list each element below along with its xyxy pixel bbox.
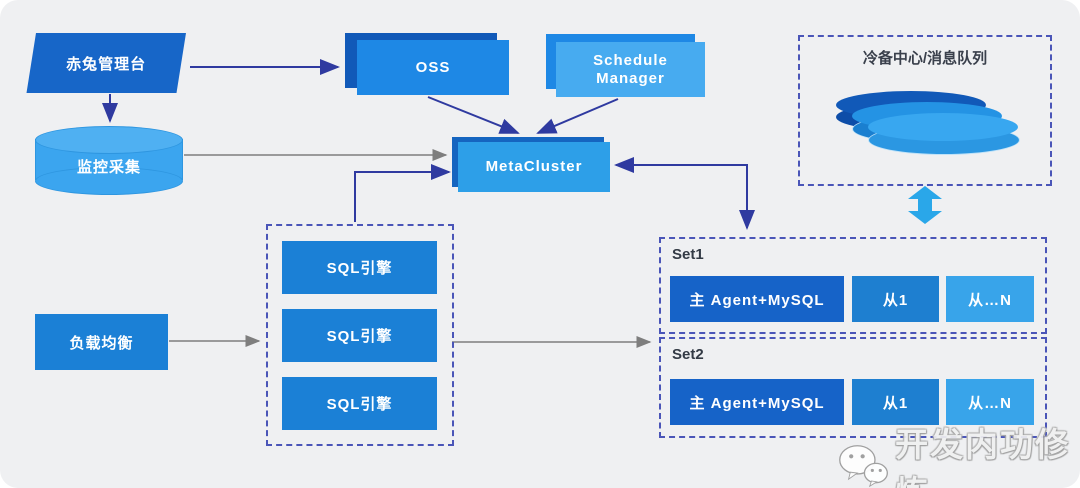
- wechat-icon: [839, 445, 888, 488]
- cold-backup-group: 冷备中心/消息队列: [798, 35, 1052, 186]
- watermark-text: 开发内功修炼: [895, 426, 1071, 488]
- node-sql-engine-3: SQL引擎: [282, 377, 437, 430]
- set1-group: Set1 主 Agent+MySQL 从1 从…N: [659, 237, 1047, 334]
- node-chitu-admin-label: 赤兔管理台: [66, 55, 147, 73]
- node-chitu-admin: 赤兔管理台: [26, 33, 186, 93]
- node-sql-engine-1-label: SQL引擎: [326, 260, 393, 277]
- node-metacluster-label: MetaCluster: [485, 158, 583, 175]
- set1-slave1-label: 从1: [882, 291, 909, 309]
- arrow-sqlgroup-to-metacluster: [354, 164, 451, 222]
- node-monitor-collect-label: 监控采集: [76, 159, 141, 176]
- node-sql-engine-3-label: SQL引擎: [326, 396, 393, 413]
- set2-slaveN-label: 从…N: [968, 394, 1012, 412]
- arrow-metacluster-set1-bidirectional: [614, 157, 755, 230]
- node-load-balancer-label: 负载均衡: [69, 334, 134, 352]
- set1-label: Set1: [672, 246, 704, 263]
- set2-master-label: 主 Agent+MySQL: [689, 394, 825, 412]
- set2-slaveN-node: 从…N: [946, 379, 1034, 425]
- set1-slave1-node: 从1: [852, 276, 939, 322]
- node-load-balancer: 负载均衡: [35, 314, 168, 370]
- set2-master-node: 主 Agent+MySQL: [670, 379, 844, 425]
- disk-icon: [868, 113, 1020, 155]
- node-schedule-front-card: Schedule Manager: [556, 42, 705, 97]
- set1-master-label: 主 Agent+MySQL: [689, 291, 825, 309]
- node-schedule-label: Schedule Manager: [593, 51, 668, 87]
- set1-slaveN-node: 从…N: [946, 276, 1034, 322]
- cylinder-bottom: [35, 167, 183, 195]
- sql-engine-group: SQL引擎 SQL引擎 SQL引擎: [266, 224, 454, 446]
- node-metacluster-front-card: MetaCluster: [458, 142, 610, 192]
- set2-group: Set2 主 Agent+MySQL 从1 从…N: [659, 337, 1047, 438]
- set2-label: Set2: [672, 346, 704, 363]
- node-oss-label: OSS: [415, 58, 451, 76]
- node-oss-front-card: OSS: [357, 40, 509, 95]
- cold-backup-title: 冷备中心/消息队列: [862, 50, 988, 67]
- watermark: 开发内功修炼: [838, 418, 1080, 488]
- set1-master-node: 主 Agent+MySQL: [670, 276, 844, 322]
- arrow-oss-to-metacluster: [427, 96, 520, 134]
- double-arrow-icon: [908, 186, 942, 224]
- node-sql-engine-2-label: SQL引擎: [326, 328, 393, 345]
- set2-slave1-label: 从1: [882, 394, 909, 412]
- arrow-schedule-to-metacluster: [536, 98, 619, 134]
- node-sql-engine-2: SQL引擎: [282, 309, 437, 362]
- node-sql-engine-1: SQL引擎: [282, 241, 437, 294]
- set1-slaveN-label: 从…N: [968, 291, 1012, 309]
- set2-slave1-node: 从1: [852, 379, 939, 425]
- node-monitor-collect: 监控采集: [35, 126, 183, 195]
- cylinder-top: [35, 126, 183, 154]
